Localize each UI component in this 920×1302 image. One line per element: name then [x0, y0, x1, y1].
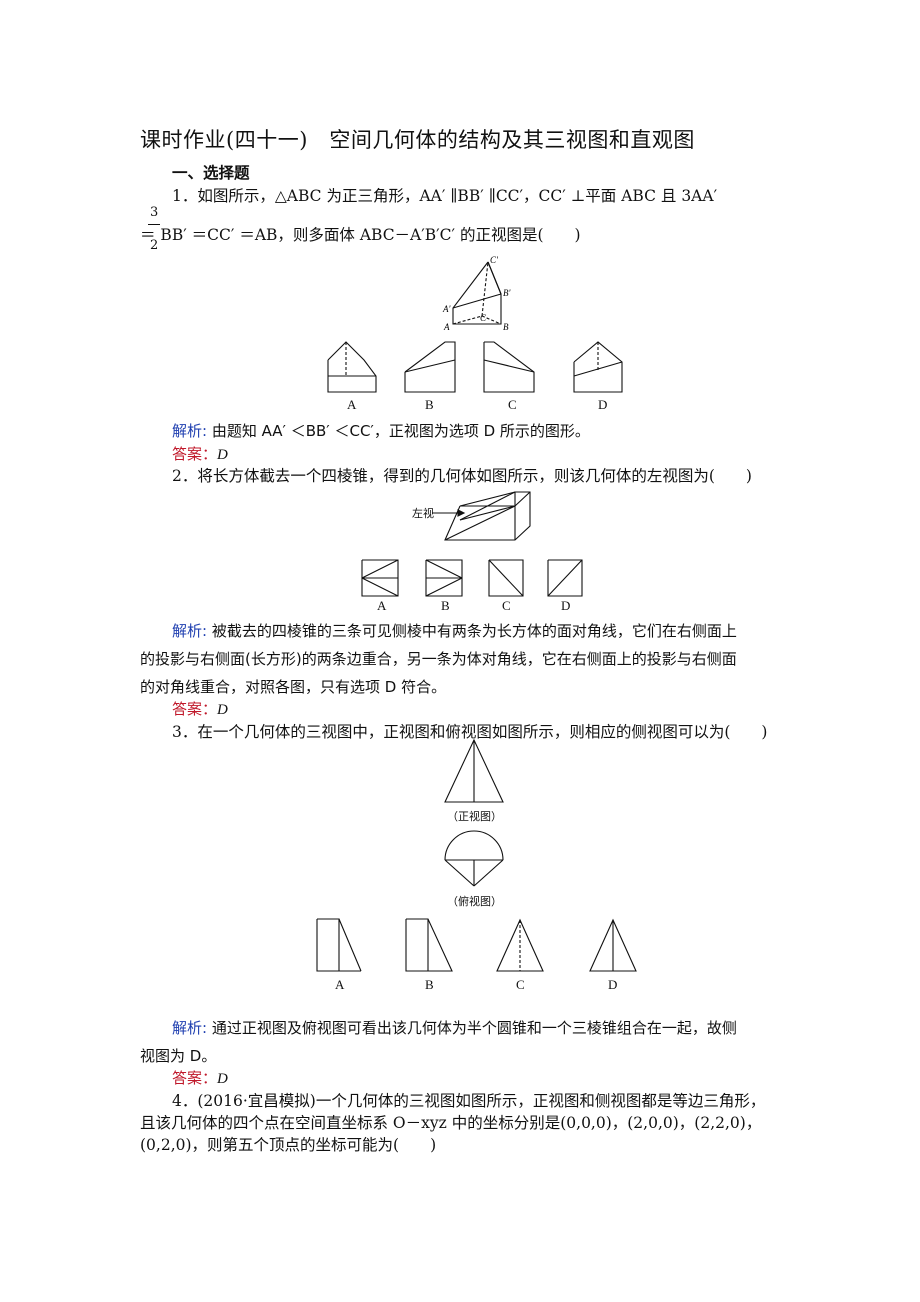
q2-answer-value: D	[217, 702, 228, 718]
label-c-prime: C'	[490, 255, 499, 265]
q2-answer: 答案：D	[172, 698, 228, 719]
q2-analysis-line1: 解析: 被截去的四棱锥的三条可见侧棱中有两条为长方体的面对角线，它们在右侧面上	[172, 622, 737, 640]
q1-line1: 1．如图所示，△ABC 为正三角形，AA′ ∥BB′ ∥CC′，CC′ ⊥平面 …	[172, 187, 718, 205]
q3-option-a-figure	[316, 918, 362, 972]
q1-option-d-figure	[573, 341, 623, 393]
q3-option-b-figure	[405, 918, 453, 972]
q2-option-d-figure	[547, 559, 583, 597]
q3-analysis-label: 解析:	[172, 1019, 208, 1037]
q2-line1: 2．将长方体截去一个四棱锥，得到的几何体如图所示，则该几何体的左视图为( )	[172, 467, 752, 485]
q2-option-b-figure	[425, 559, 463, 597]
q1-fraction-numerator: 3	[150, 205, 159, 220]
q3-answer-label: 答案：	[172, 1069, 218, 1087]
q3-analysis-line2: 视图为 D。	[140, 1047, 217, 1065]
q1-prism-figure: C' B' A' C A B	[442, 255, 511, 332]
q1-option-c-figure	[483, 341, 535, 393]
q1-answer-label: 答案：	[172, 445, 218, 463]
q3-answer: 答案：D	[172, 1067, 228, 1088]
q2-answer-label: 答案：	[172, 700, 218, 718]
page-title: 课时作业(四十一) 空间几何体的结构及其三视图和直观图	[140, 128, 695, 152]
q4-line3: (0,2,0)，则第五个顶点的坐标可能为( )	[140, 1136, 437, 1154]
label-a: A	[443, 322, 450, 332]
q2-option-d: D	[561, 598, 571, 613]
q3-front-view-figure	[444, 738, 504, 803]
label-b-prime: B'	[503, 288, 511, 298]
q2-analysis-label: 解析:	[172, 622, 208, 640]
label-a-prime: A'	[442, 304, 451, 314]
q1-option-b-figure	[404, 341, 456, 393]
q3-option-c: C	[516, 977, 525, 992]
q1-answer: 答案：D	[172, 443, 228, 464]
q3-line1: 3．在一个几何体的三视图中，正视图和俯视图如图所示，则相应的侧视图可以为( )	[172, 723, 768, 741]
q3-answer-value: D	[217, 1071, 228, 1087]
q3-top-view-figure	[444, 830, 504, 887]
q2-analysis-line3: 的对角线重合，对照各图，只有选项 D 符合。	[140, 678, 447, 696]
q2-option-a-figure	[361, 559, 399, 597]
label-c: C	[480, 313, 487, 323]
q3-front-view-caption: （正视图）	[447, 810, 502, 823]
q1-option-d: D	[598, 397, 608, 412]
label-b: B	[503, 322, 509, 332]
q1-line2: ＝ BB′ ＝CC′ ＝AB，则多面体 ABC－A′B′C′ 的正视图是( )	[140, 226, 581, 244]
q1-analysis: 解析: 由题知 AA′ ＜BB′ ＜CC′，正视图为选项 D 所示的图形。	[172, 420, 590, 441]
q3-option-d: D	[608, 977, 618, 992]
q3-top-view-caption: （俯视图）	[447, 895, 502, 908]
q3-analysis-line1: 解析: 通过正视图及俯视图可看出该几何体为半个圆锥和一个三棱锥组合在一起，故侧	[172, 1019, 737, 1037]
q3-option-c-figure	[496, 918, 544, 972]
q2-option-c: C	[502, 598, 511, 613]
q2-solid-figure	[432, 491, 531, 541]
q2-option-a: A	[377, 598, 387, 613]
q4-line1: 4．(2016·宜昌模拟)一个几何体的三视图如图所示，正视图和侧视图都是等边三角…	[172, 1092, 766, 1110]
q1-analysis-text: 由题知 AA′ ＜BB′ ＜CC′，正视图为选项 D 所示的图形。	[207, 422, 590, 440]
section-heading: 一、选择题	[172, 163, 250, 182]
q1-fraction-denominator: 2	[150, 238, 159, 253]
q1-option-a-figure	[327, 341, 377, 393]
q1-option-a: A	[347, 397, 357, 412]
q1-fraction-bar	[148, 224, 160, 225]
q2-analysis-line2: 的投影与右侧面(长方形)的两条边重合，另一条为体对角线，它在右侧面上的投影与右侧…	[140, 650, 737, 668]
q3-option-d-figure	[589, 918, 637, 972]
q1-answer-value: D	[217, 447, 228, 463]
q3-option-b: B	[425, 977, 434, 992]
q2-option-c-figure	[488, 559, 524, 597]
q4-line2: 且该几何体的四个点在空间直坐标系 O－xyz 中的坐标分别是(0,0,0)，(2…	[140, 1114, 762, 1132]
q1-option-b: B	[425, 397, 434, 412]
q1-option-c: C	[508, 397, 517, 412]
q3-option-a: A	[335, 977, 345, 992]
q2-option-b: B	[441, 598, 450, 613]
q1-analysis-label: 解析:	[172, 422, 208, 440]
q2-left-view-label: 左视	[412, 507, 434, 520]
